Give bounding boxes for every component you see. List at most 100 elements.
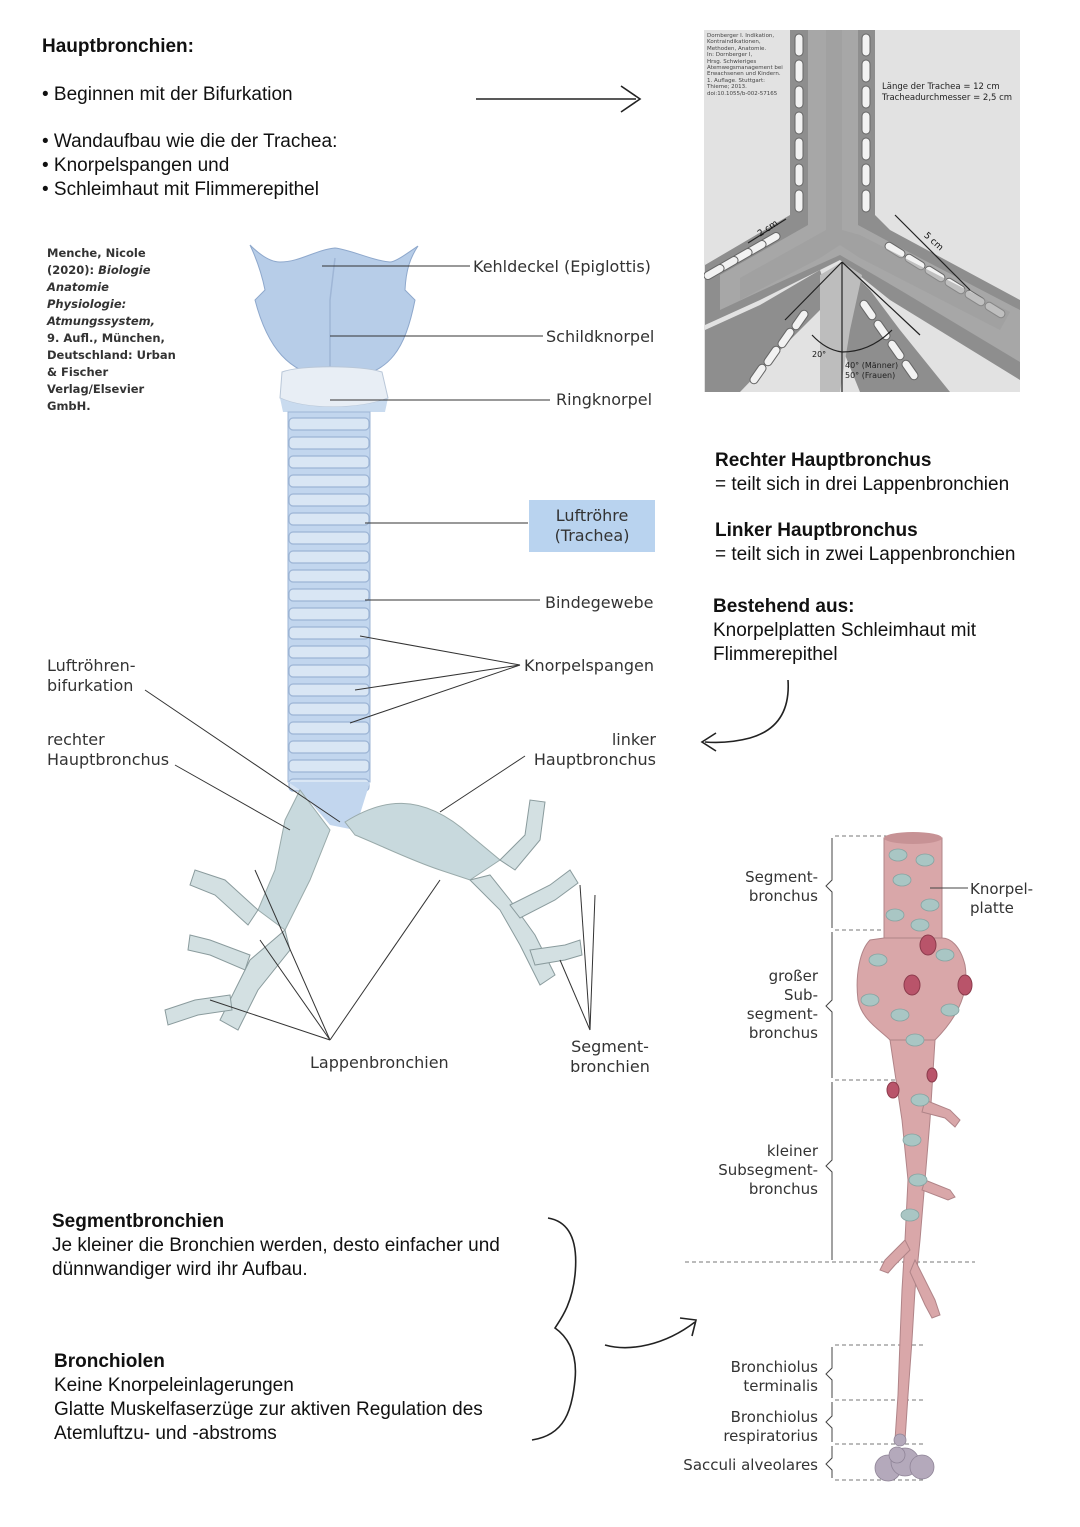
title-bronchiolen: Bronchiolen: [54, 1351, 165, 1372]
cartilage-pill: [763, 345, 781, 367]
cartilage-ring: [288, 550, 370, 564]
cartilage-ring: [288, 740, 370, 754]
cartilage-pill: [859, 299, 877, 321]
label-segmentbronchien: Segment- bronchien: [570, 1037, 650, 1076]
cartilage-ring: [288, 531, 370, 545]
cartilage-ring: [288, 664, 370, 678]
label-bronchiolus-terminalis: Bronchiolus terminalis: [730, 1358, 818, 1395]
cartilage-pill: [861, 59, 871, 83]
cartilage-plate: [890, 1008, 910, 1022]
bullet-schleimhaut: • Schleimhaut mit Flimmerepithel: [42, 179, 319, 200]
section-title-hauptbronchien: Hauptbronchien:: [42, 36, 194, 57]
cartilage-plate: [910, 1093, 930, 1107]
cartilage-pill: [704, 264, 725, 280]
cartilage-pill: [887, 339, 905, 361]
label-knorpelspangen: Knorpelspangen: [524, 656, 655, 675]
title-rechter-hauptbronchus: Rechter Hauptbronchus: [715, 450, 932, 471]
label-angles-40-50: 40° (Männer) 50° (Frauen): [845, 361, 899, 380]
label-bifurkation: Luftröhren- bifurkation: [47, 656, 136, 695]
label-knorpelplatte: Knorpel- platte: [970, 880, 1034, 917]
cartilage-pill: [794, 111, 804, 135]
cartilage-plate: [885, 908, 905, 922]
cartilage-ring: [288, 721, 370, 735]
cartilage-plate: [915, 853, 935, 867]
cartilage-ring: [288, 436, 370, 450]
trachea-measurements: Länge der Trachea = 12 cm Tracheadurchme…: [882, 82, 1013, 103]
cartilage-plate: [908, 1173, 928, 1187]
cartilage-plate: [905, 1033, 925, 1047]
cartilage-pill: [749, 363, 767, 385]
cartilage-plate: [860, 993, 880, 1007]
cartilage-pill: [861, 137, 871, 161]
title-segmentbronchien: Segmentbronchien: [52, 1211, 225, 1232]
cartilage-plate: [940, 1003, 960, 1017]
label-angle-20: 20°: [812, 350, 827, 359]
bronchiolen-line2: Glatte Muskelfaserzüge zur aktiven Regul…: [54, 1399, 483, 1420]
label-luftroehre: Luftröhre (Trachea): [554, 506, 630, 545]
label-schildknorpel: Schildknorpel: [546, 327, 655, 346]
desc-bestehend-line2: Flimmerepithel: [713, 644, 838, 665]
label-sacculi-alveolares: Sacculi alveolares: [683, 1456, 818, 1474]
cartilage-pill: [777, 327, 795, 349]
cartilage-ring: [288, 645, 370, 659]
label-bronchiolus-respiratorius: Bronchiolus respiratorius: [723, 1408, 818, 1445]
cartilage-pill: [861, 111, 871, 135]
cartilage-ring: [288, 702, 370, 716]
label-ringknorpel: Ringknorpel: [556, 390, 653, 409]
label-rechter-hauptbronchus: rechter Hauptbronchus: [47, 730, 170, 769]
cartilage-pill: [861, 33, 871, 57]
cartilage-pill: [794, 137, 804, 161]
cartilage-ring: [288, 569, 370, 583]
cartilage-plate: [888, 848, 908, 862]
label-epiglottis: Kehldeckel (Epiglottis): [473, 257, 651, 276]
bullet-wandaufbau: • Wandaufbau wie die der Trachea:: [42, 131, 338, 152]
cartilage-ring: [288, 683, 370, 697]
cartilage-ring: [288, 626, 370, 640]
bullet-knorpelspangen: • Knorpelspangen und: [42, 155, 230, 176]
cartilage-ring: [288, 474, 370, 488]
bronchiolen-line1: Keine Knorpeleinlagerungen: [54, 1375, 294, 1396]
desc-rechter-hauptbronchus: = teilt sich in drei Lappenbronchien: [715, 474, 1010, 495]
cartilage-pill: [861, 189, 871, 213]
label-bindegewebe: Bindegewebe: [545, 593, 654, 612]
cartilage-plate: [920, 898, 940, 912]
cartilage-pill: [794, 59, 804, 83]
figure-source-citation: Dornberger I. Indikation, Kontraindikati…: [707, 33, 783, 97]
cartilage-plate: [900, 1208, 920, 1222]
cartilage-ring: [288, 455, 370, 469]
label-grosser-subsegmentbronchus: großer Sub- segment- bronchus: [746, 967, 818, 1042]
cartilage-ring: [288, 417, 370, 431]
cartilage-plate: [892, 873, 912, 887]
bullet-bifurkation: • Beginnen mit der Bifurkation: [42, 84, 293, 105]
cartilage-pill: [861, 85, 871, 109]
cartilage-pill: [794, 85, 804, 109]
cartilage-ring: [288, 607, 370, 621]
cartilage-pill: [901, 359, 919, 381]
segmentbronchien-line1: Je kleiner die Bronchien werden, desto e…: [52, 1235, 500, 1256]
cartilage-ring: [288, 588, 370, 602]
label-lappenbronchien: Lappenbronchien: [310, 1053, 449, 1072]
label-linker-hauptbronchus: linker Hauptbronchus: [533, 730, 656, 769]
cartilage-ring: [288, 759, 370, 773]
cartilage-pill: [794, 163, 804, 187]
cartilage-pill: [794, 189, 804, 213]
cartilage-plate: [868, 953, 888, 967]
label-segmentbronchus: Segment- bronchus: [745, 868, 818, 905]
label-kleiner-subsegmentbronchus: kleiner Subsegment- bronchus: [718, 1142, 818, 1198]
cartilage-plate: [902, 1133, 922, 1147]
cartilage-pill: [794, 33, 804, 57]
bronchiolen-line3: Atemluftzu- und -abstroms: [54, 1423, 277, 1444]
cartilage-ring: [288, 512, 370, 526]
desc-linker-hauptbronchus: = teilt sich in zwei Lappenbronchien: [715, 544, 1016, 565]
cartilage-plate: [910, 918, 930, 932]
cartilage-ring: [288, 493, 370, 507]
title-linker-hauptbronchus: Linker Hauptbronchus: [715, 520, 918, 541]
title-bestehend-aus: Bestehend aus:: [713, 596, 855, 617]
desc-bestehend-line1: Knorpelplatten Schleimhaut mit: [713, 620, 976, 641]
cartilage-pill: [861, 163, 871, 187]
segmentbronchien-line2: dünnwandiger wird ihr Aufbau.: [52, 1259, 308, 1280]
citation-menche: Menche, Nicole (2020): Biologie Anatomie…: [47, 246, 176, 413]
